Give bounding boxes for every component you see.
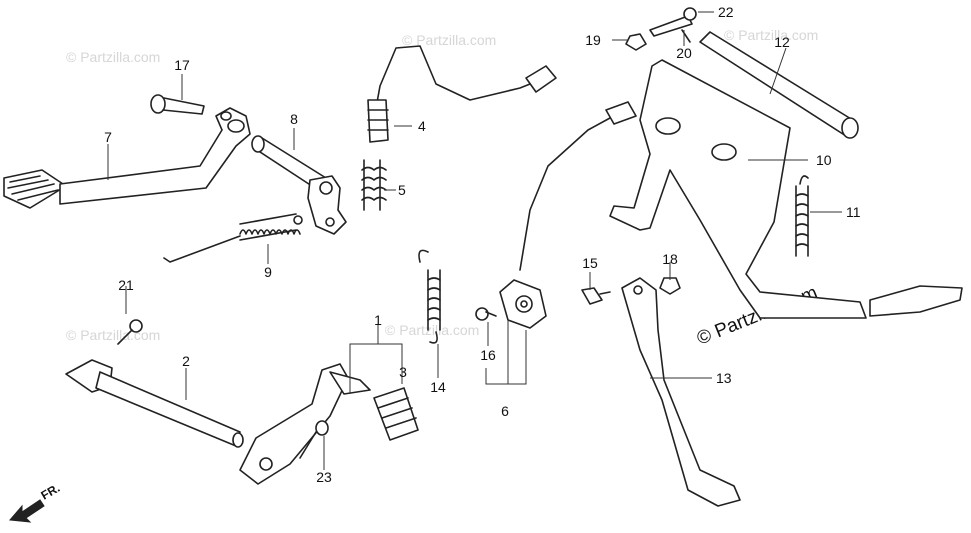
callout-1: 1 bbox=[374, 312, 382, 328]
spring-14 bbox=[418, 249, 441, 344]
watermarks-faint: © Partzilla.com © Partzilla.com © Partzi… bbox=[66, 27, 818, 343]
callout-19: 19 bbox=[585, 32, 601, 48]
callout-2: 2 bbox=[182, 353, 190, 369]
watermark-mid-center: © Partzilla.com bbox=[385, 322, 479, 338]
spring-9 bbox=[163, 213, 303, 263]
watermark-mid-left: © Partzilla.com bbox=[66, 327, 160, 343]
callout-23: 23 bbox=[316, 469, 332, 485]
watermark-top-mid: © Partzilla.com bbox=[402, 32, 496, 48]
brake-rod bbox=[65, 359, 244, 448]
callout-16: 16 bbox=[480, 347, 496, 363]
arrow-left-icon bbox=[8, 499, 45, 523]
callout-5: 5 bbox=[398, 182, 406, 198]
bolt-21 bbox=[117, 319, 143, 345]
watermark-top-right: © Partzilla.com bbox=[724, 27, 818, 43]
small-hardware bbox=[581, 7, 697, 305]
callout-11: 11 bbox=[846, 204, 861, 220]
spring-11 bbox=[795, 175, 809, 257]
bolt-23 bbox=[299, 420, 329, 459]
leader-lines bbox=[107, 11, 842, 470]
callout-6: 6 bbox=[501, 403, 509, 419]
callout-9: 9 bbox=[264, 264, 272, 280]
front-direction-indicator: FR. bbox=[8, 481, 63, 523]
callout-21: 21 bbox=[118, 277, 134, 293]
callout-18: 18 bbox=[662, 251, 678, 267]
callout-15: 15 bbox=[582, 255, 598, 271]
callout-3: 3 bbox=[399, 364, 407, 380]
callout-numbers: 1 2 3 4 5 6 7 8 9 10 11 12 13 14 15 16 1… bbox=[104, 4, 861, 485]
side-stand bbox=[621, 277, 741, 507]
callout-20: 20 bbox=[676, 45, 692, 61]
bolt-17 bbox=[150, 94, 205, 115]
brake-switch-cable bbox=[361, 45, 557, 211]
callout-14: 14 bbox=[430, 379, 446, 395]
callout-10: 10 bbox=[816, 152, 832, 168]
stand-pipe bbox=[699, 31, 859, 139]
callout-4: 4 bbox=[418, 118, 426, 134]
watermark-top-left: © Partzilla.com bbox=[66, 49, 160, 65]
shift-lever bbox=[239, 363, 419, 485]
callout-13: 13 bbox=[716, 370, 732, 386]
main-stand bbox=[609, 59, 963, 319]
brake-pedal bbox=[3, 107, 251, 209]
front-label: FR. bbox=[39, 481, 63, 503]
callout-7: 7 bbox=[104, 129, 112, 145]
callout-12: 12 bbox=[774, 34, 790, 50]
callout-17: 17 bbox=[174, 57, 190, 73]
callout-8: 8 bbox=[290, 111, 298, 127]
callout-22: 22 bbox=[718, 4, 734, 20]
pivot-shaft bbox=[251, 135, 347, 235]
bolt-16 bbox=[475, 307, 497, 321]
